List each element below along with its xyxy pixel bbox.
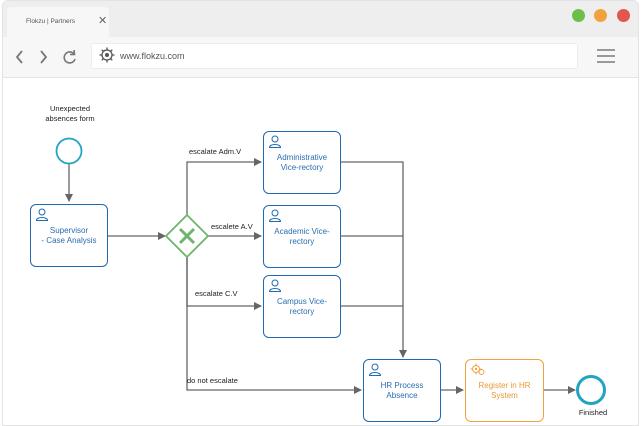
flow-label-do-not-escalate: do not escalate [187,376,238,385]
forward-arrow-icon[interactable] [35,37,53,77]
flow-label-escalate-campus: escalate C.V [195,289,238,298]
task-label: Administrative Vice-rectory [276,152,328,172]
user-icon [268,209,282,227]
user-icon [368,363,382,381]
back-arrow-icon[interactable] [11,37,29,77]
task-label: Academic Vice- rectory [274,226,330,246]
user-icon [268,135,282,153]
task-register-hr-system[interactable]: Register in HR System [465,359,544,422]
start-event [55,137,83,165]
start-event-label: Unexpected absences form [45,104,95,123]
task-label: Supervisor - Case Analysis [41,225,97,245]
task-hr-process-absence[interactable]: HR Process Absence [363,359,441,422]
flow-administrative-to-hr [340,161,407,358]
browser-toolbar: www.flokzu.com [3,37,638,78]
user-icon [268,279,282,297]
browser-tab[interactable]: Flokzu | Partners ✕ [7,7,109,37]
end-event [576,375,606,405]
url-text[interactable]: www.flokzu.com [120,51,185,61]
task-academic-vice-rectory[interactable]: Academic Vice- rectory [263,205,341,268]
task-label: Register in HR System [478,380,531,400]
user-icon [35,208,49,226]
flow-gateway-to-hr [186,255,362,394]
task-administrative-vice-rectory[interactable]: Administrative Vice-rectory [263,131,341,194]
task-campus-vice-rectory[interactable]: Campus Vice- rectory [263,275,341,338]
task-label: Campus Vice- rectory [276,296,328,316]
window-orange-dot[interactable] [594,9,607,22]
gear-icon [470,363,486,381]
reload-icon[interactable] [61,37,79,77]
tab-close-icon[interactable]: ✕ [98,15,108,27]
task-supervisor[interactable]: Supervisor - Case Analysis [30,204,108,267]
flow-gateway-to-campus [186,255,262,310]
diagram-canvas [55,137,606,405]
end-event-label: Finished [578,408,608,417]
exclusive-gateway[interactable] [164,213,210,259]
tab-strip: Flokzu | Partners ✕ [3,1,638,37]
flokzu-logo-icon [99,47,115,68]
window-green-dot[interactable] [572,9,585,22]
flow-label-escalate-adm: escalate Adm.V [189,147,242,156]
hamburger-menu-icon[interactable] [597,49,615,65]
task-label: HR Process Absence [380,380,424,400]
address-bar[interactable]: www.flokzu.com [91,43,578,69]
flow-label-escalate-academic: escalete A.V [211,222,253,231]
window-red-dot[interactable] [617,9,630,22]
tab-title: Flokzu | Partners [26,18,76,25]
flow-gateway-to-administrative [186,158,262,217]
process-diagram: Unexpected absences form Finished escala… [3,78,638,425]
